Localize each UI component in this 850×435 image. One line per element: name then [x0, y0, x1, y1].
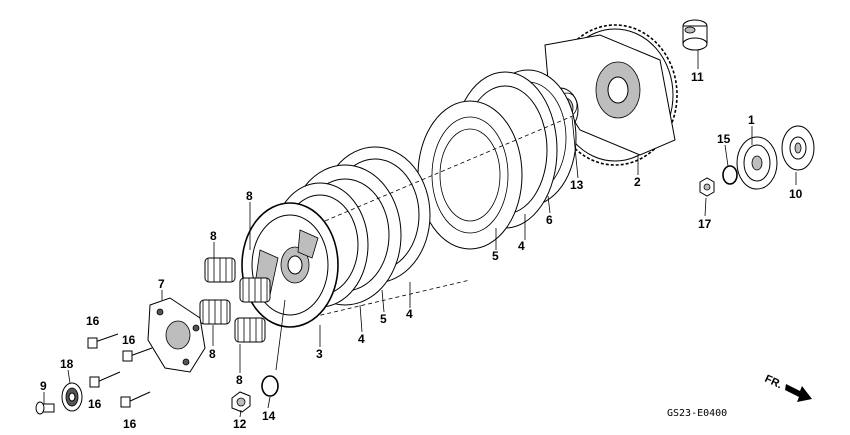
label-part-4: 4	[518, 239, 525, 253]
label-part-12: 12	[233, 417, 247, 431]
clutch-outer	[541, 24, 678, 166]
bearing	[61, 382, 83, 412]
label-part-16: 16	[88, 397, 102, 411]
label-part-8: 8	[236, 373, 243, 387]
diagram-code: GS23-E0400	[667, 408, 727, 419]
label-part-16: 16	[86, 314, 100, 328]
sprocket-gear	[781, 125, 815, 171]
pressure-plate	[241, 202, 339, 328]
lock-nut	[231, 391, 251, 413]
label-part-4: 4	[358, 332, 365, 346]
label-part-5: 5	[380, 312, 387, 326]
front-direction-indicator: FR.	[763, 373, 812, 402]
label-part-2: 2	[634, 175, 641, 189]
bolts	[87, 333, 153, 408]
label-part-5: 5	[492, 249, 499, 263]
label-part-18: 18	[60, 357, 74, 371]
label-part-8: 8	[210, 229, 217, 243]
lock-washer	[261, 375, 279, 397]
drive-gear-nut	[699, 177, 715, 197]
label-part-16: 16	[123, 417, 137, 431]
part-labels: 1 2 3 4 4 4 5 5 6 7 8 8 8 8 9 10 11 12 1…	[40, 70, 803, 431]
leader-lines	[43, 50, 797, 418]
label-part-4: 4	[406, 307, 413, 321]
label-part-13: 13	[570, 178, 584, 192]
drive-gear-washer	[722, 165, 738, 185]
label-part-3: 3	[316, 347, 323, 361]
front-arrow-icon	[785, 384, 812, 402]
label-part-17: 17	[698, 217, 712, 231]
label-part-8: 8	[246, 189, 253, 203]
label-part-7: 7	[158, 277, 165, 291]
label-part-16: 16	[122, 333, 136, 347]
collar	[682, 19, 708, 51]
label-part-9: 9	[40, 379, 47, 393]
lifter-rod	[35, 401, 55, 415]
lifter-plate	[147, 297, 206, 373]
label-part-15: 15	[717, 132, 731, 146]
label-part-11: 11	[691, 70, 704, 84]
label-part-8: 8	[209, 347, 216, 361]
label-part-10: 10	[789, 187, 803, 201]
primary-drive-gear	[736, 136, 778, 190]
front-label: FR.	[763, 373, 784, 391]
label-part-1: 1	[748, 113, 755, 127]
clutch-springs	[199, 257, 271, 343]
label-part-14: 14	[262, 409, 276, 423]
label-part-6: 6	[546, 213, 553, 227]
